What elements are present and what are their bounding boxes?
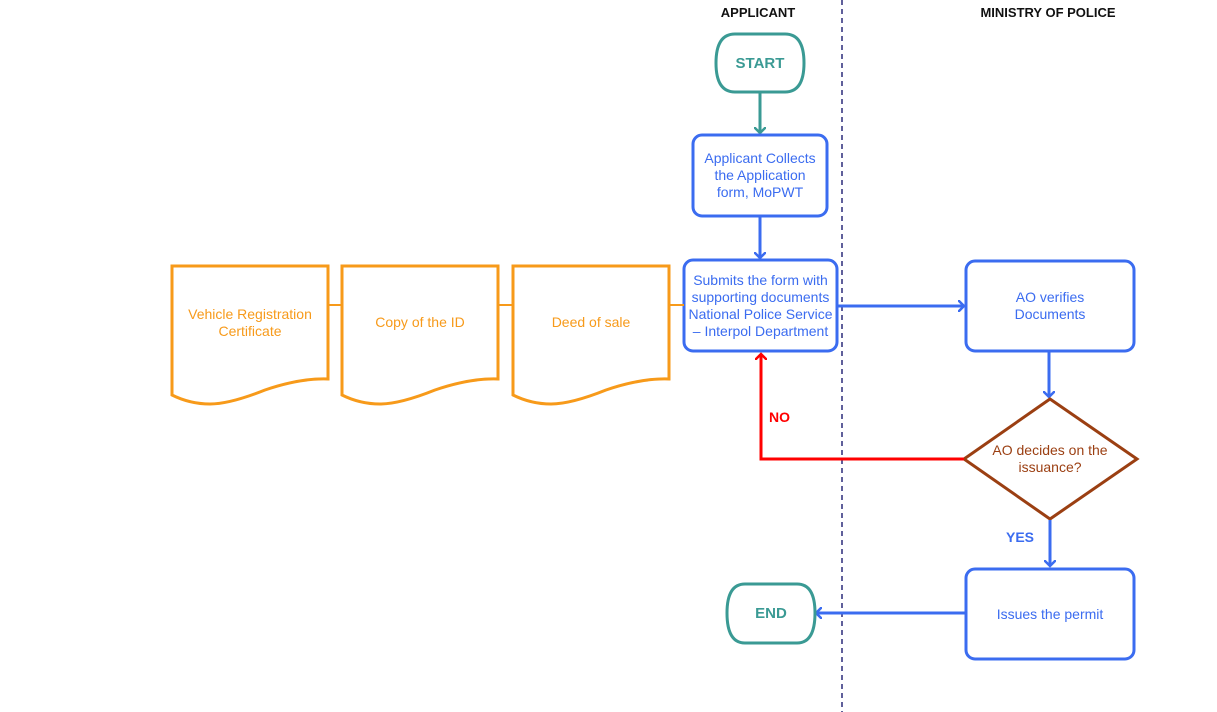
submit-form-label: Submits the form with supporting documen… xyxy=(688,272,833,339)
collect-form-box xyxy=(691,133,829,218)
end-label: END xyxy=(755,605,787,622)
edge-label-yes: YES xyxy=(1006,529,1035,545)
verify-docs-label: AO verifies Documents xyxy=(1014,289,1086,322)
document-label: Copy of the ID xyxy=(375,313,465,330)
issue-permit-box xyxy=(964,567,1136,661)
document-shape-deed-of-sale xyxy=(511,264,671,406)
lane-title-ministry: MINISTRY OF POLICE xyxy=(980,5,1116,20)
lane-title-applicant: APPLICANT xyxy=(720,5,796,20)
document-label: Deed of sale xyxy=(551,313,631,330)
decision-diamond xyxy=(961,397,1140,521)
edge-decision-no xyxy=(761,354,964,461)
document-shape-copy-id xyxy=(340,264,500,406)
end-terminal xyxy=(725,582,817,645)
document-label: Vehicle Registration Certificate xyxy=(188,306,312,339)
verify-docs-box xyxy=(964,259,1136,353)
issue-permit-label: Issues the permit xyxy=(996,605,1104,622)
document-shape-vehicle-registration xyxy=(170,264,330,406)
decision-label: AO decides on the issuance? xyxy=(992,442,1108,475)
edge-label-no: NO xyxy=(769,409,790,425)
start-label: START xyxy=(735,54,785,72)
start-terminal xyxy=(714,32,806,94)
collect-form-label: Applicant Collects the Application form,… xyxy=(704,150,816,200)
